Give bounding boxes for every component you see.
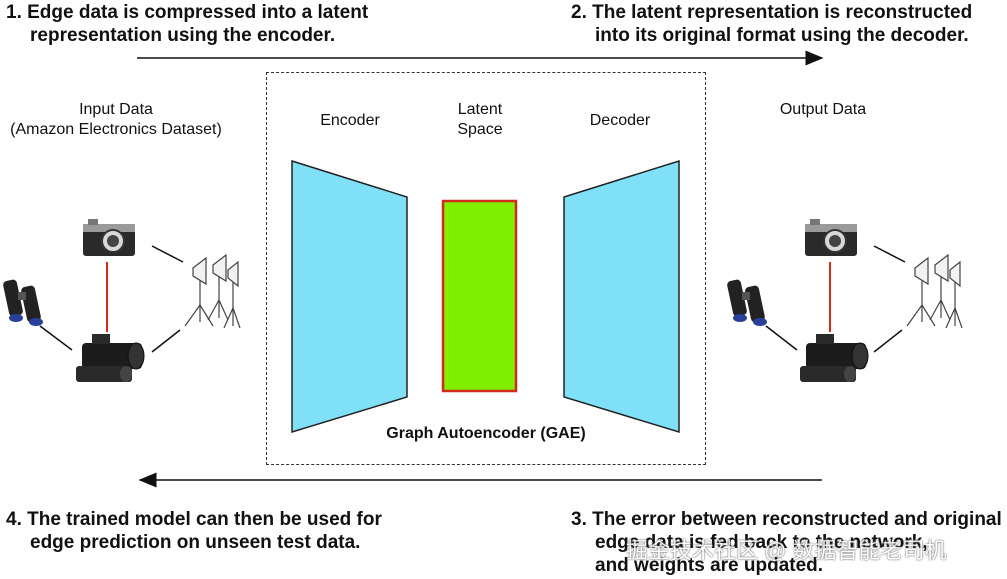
- latent-label-line-1: Latent: [457, 101, 503, 118]
- step-2-line-2: into its original format using the decod…: [595, 25, 969, 46]
- decoder-shape: [563, 159, 680, 434]
- input-video-camera-icon: [76, 334, 145, 382]
- input-data-subtitle: (Amazon Electronics Dataset): [10, 121, 222, 138]
- output-edge-camera-lights: [873, 245, 906, 263]
- output-data-label: Output Data: [779, 101, 867, 118]
- step-3-text: 3. The error between reconstructed and o…: [571, 508, 1002, 577]
- input-camera-icon: [83, 219, 135, 256]
- encoder-shape: [291, 159, 408, 434]
- step-1-line-2: representation using the encoder.: [30, 25, 336, 46]
- gae-title: Graph Autoencoder (GAE): [386, 425, 586, 442]
- latent-label-line-2: Space: [457, 121, 503, 138]
- step-3-line-2: edge data is fed back to the network,: [595, 532, 928, 553]
- step-3-line-3: and weights are updated.: [595, 555, 824, 576]
- input-edge-binoculars-video: [39, 325, 73, 351]
- step-4-text: 4. The trained model can then be used fo…: [6, 508, 382, 554]
- output-graph: [727, 219, 963, 382]
- output-binoculars-icon: [727, 279, 767, 326]
- latent-space-shape: [441, 199, 518, 393]
- output-video-camera-icon: [800, 334, 869, 382]
- step-4-line-2: edge prediction on unseen test data.: [30, 532, 361, 553]
- input-binoculars-icon: [3, 279, 43, 326]
- input-data-label: Input Data (Amazon Electronics Dataset): [0, 100, 232, 140]
- input-edge-video-lights: [151, 329, 181, 353]
- output-camera-icon: [805, 219, 857, 256]
- step-2-line-1: 2. The latent representation is reconstr…: [571, 2, 973, 23]
- step-3-line-1: 3. The error between reconstructed and o…: [571, 509, 1002, 530]
- input-graph: [3, 219, 241, 382]
- input-edge-camera-lights: [151, 245, 184, 263]
- input-studio-lights-icon: [184, 253, 241, 329]
- input-data-title: Input Data: [79, 101, 153, 118]
- step-4-line-1: 4. The trained model can then be used fo…: [6, 509, 382, 530]
- output-studio-lights-icon: [906, 253, 963, 329]
- latent-space-label: Latent Space: [430, 100, 530, 140]
- encoder-label: Encoder: [320, 112, 380, 129]
- gae-boundary-box: [266, 72, 706, 465]
- step-2-text: 2. The latent representation is reconstr…: [571, 1, 972, 47]
- output-edge-binoculars-video: [765, 325, 798, 351]
- decoder-label: Decoder: [589, 112, 651, 129]
- step-1-text: 1. Edge data is compressed into a latent…: [6, 1, 368, 47]
- output-edge-video-lights: [873, 329, 903, 353]
- watermark-text: 掘金技术社区 @ 数据智能老司机: [626, 538, 947, 563]
- step-1-line-1: 1. Edge data is compressed into a latent: [6, 2, 369, 23]
